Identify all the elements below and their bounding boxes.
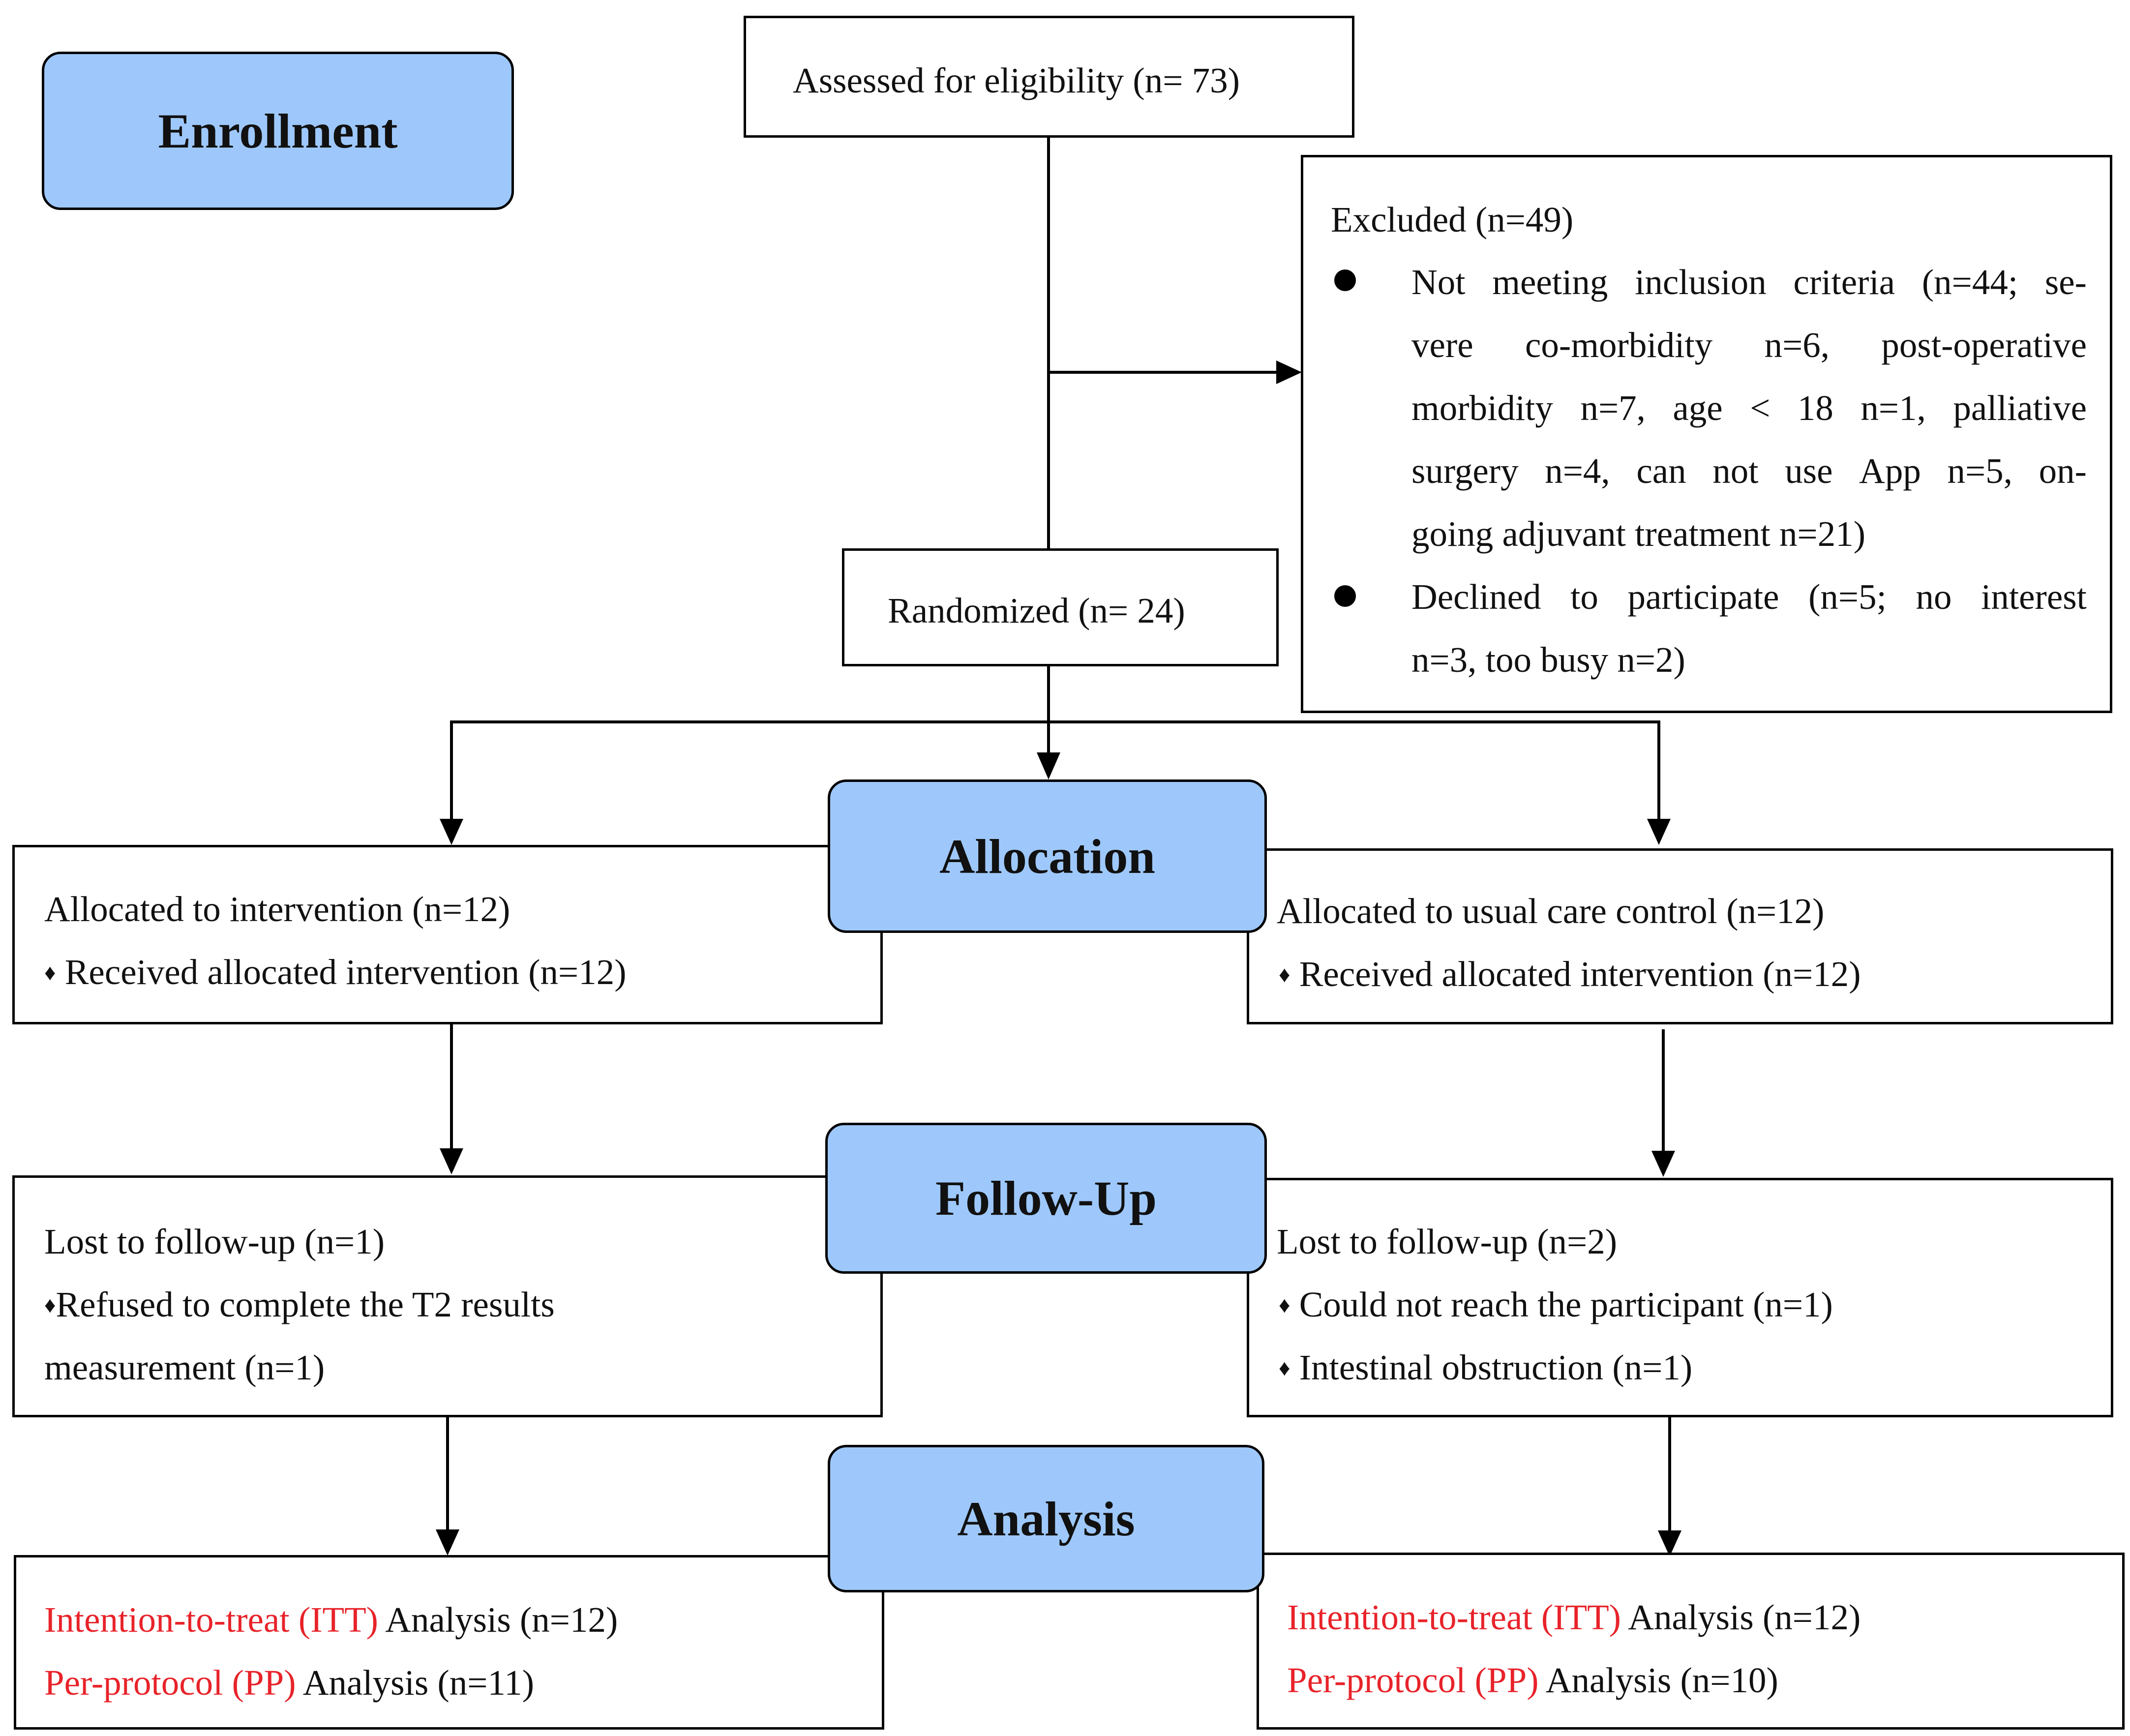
split-line <box>450 720 1660 819</box>
arrow-head-analysis-left <box>436 1529 459 1556</box>
arrow-head-allocation <box>1037 752 1060 779</box>
follow-left-line1: Lost to follow-up (n=1) <box>44 1222 385 1261</box>
alloc-left-line2: ♦ Received allocated intervention (n=12) <box>44 952 627 992</box>
stage-enrollment: Enrollment <box>42 52 514 210</box>
analysis-left-pp: Per-protocol (PP) Analysis (n=11) <box>44 1663 535 1703</box>
diamond-icon: ♦ <box>1279 1355 1290 1380</box>
diamond-icon: ♦ <box>1279 962 1290 987</box>
diamond-icon: ♦ <box>44 960 56 985</box>
itt-label: Intention-to-treat (ITT) <box>1287 1597 1621 1637</box>
excluded-reason-line: going adjuvant treatment n=21) <box>1411 514 1866 554</box>
arrow-head-follow-right <box>1651 1151 1675 1177</box>
stage-enrollment-label: Enrollment <box>158 103 398 158</box>
follow-left-line3: measurement (n=1) <box>44 1347 325 1387</box>
analysis-right-box <box>1257 1553 2125 1730</box>
itt-label: Intention-to-treat (ITT) <box>44 1600 378 1640</box>
alloc-right-line2: ♦ Received allocated intervention (n=12) <box>1279 954 1861 994</box>
arrow-head-analysis-right <box>1658 1530 1681 1556</box>
analysis-left-itt: Intention-to-treat (ITT) Analysis (n=12) <box>44 1600 618 1640</box>
follow-right-box <box>1247 1178 2113 1417</box>
follow-left-box <box>12 1175 883 1417</box>
excluded-reason-line: n=3, too busy n=2) <box>1411 640 1685 680</box>
bullet-dot <box>1334 585 1356 607</box>
arrow-head-alloc-left <box>440 819 463 845</box>
stage-analysis-label: Analysis <box>957 1491 1135 1546</box>
excluded-box <box>1301 155 2112 713</box>
alloc-right-box <box>1247 848 2113 1024</box>
follow-right-line3: ♦ Intestinal obstruction (n=1) <box>1279 1347 1693 1387</box>
assessed-text: Assessed for eligibility (n= 73) <box>793 60 1240 100</box>
diamond-icon: ♦ <box>44 1292 56 1317</box>
analysis-left-box <box>14 1555 884 1730</box>
alloc-left-line1: Allocated to intervention (n=12) <box>44 889 510 929</box>
stage-allocation-label: Allocation <box>939 829 1155 884</box>
pp-label: Per-protocol (PP) <box>1287 1660 1539 1700</box>
arrow-head-alloc-right <box>1647 819 1671 845</box>
arrow-head-follow-left <box>440 1148 463 1174</box>
arrow-head-excluded <box>1276 360 1302 384</box>
assessed-box <box>744 16 1354 138</box>
stage-analysis: Analysis <box>828 1445 1264 1592</box>
follow-right-line2: ♦ Could not reach the participant (n=1) <box>1279 1285 1833 1324</box>
analysis-right-itt: Intention-to-treat (ITT) Analysis (n=12) <box>1287 1597 1861 1637</box>
randomized-text: Randomized (n= 24) <box>888 591 1185 630</box>
randomized-box <box>842 548 1279 666</box>
alloc-left-box <box>12 845 883 1024</box>
follow-left-line2: ♦Refused to complete the T2 results <box>44 1285 555 1324</box>
stage-allocation: Allocation <box>828 779 1267 933</box>
excluded-title: Excluded (n=49) <box>1331 200 1574 239</box>
stage-followup: Follow-Up <box>825 1123 1267 1274</box>
diamond-icon: ♦ <box>1279 1292 1290 1317</box>
pp-label: Per-protocol (PP) <box>44 1663 296 1703</box>
bullet-dot <box>1334 269 1356 291</box>
stage-followup-label: Follow-Up <box>935 1171 1157 1226</box>
analysis-right-pp: Per-protocol (PP) Analysis (n=10) <box>1287 1660 1778 1700</box>
alloc-right-line1: Allocated to usual care control (n=12) <box>1277 891 1825 931</box>
follow-right-line1: Lost to follow-up (n=2) <box>1277 1222 1618 1261</box>
